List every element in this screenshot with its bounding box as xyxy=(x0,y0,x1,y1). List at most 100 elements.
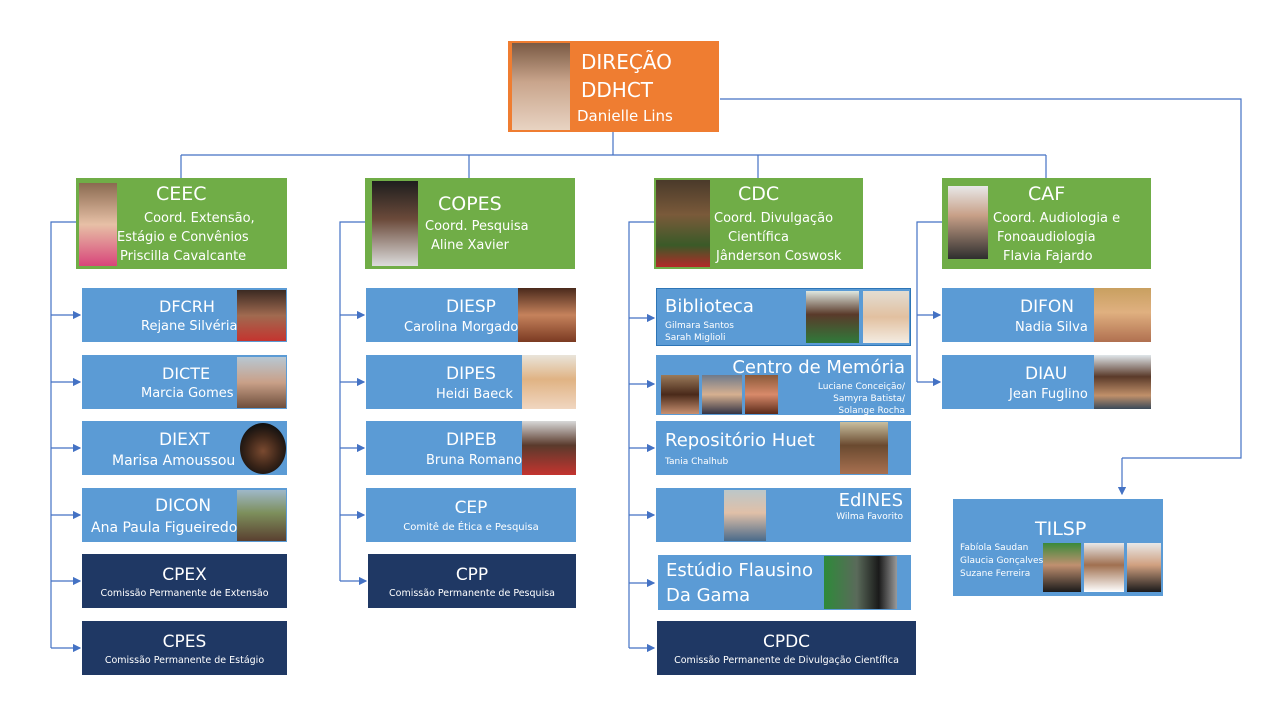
difon-person: Nadia Silva xyxy=(1015,320,1088,335)
studio-photo xyxy=(824,556,897,609)
repositorio-huet-box: Repositório Huet Tania Chalhub xyxy=(656,421,911,475)
tilsp-person-2: Glaucia Gonçalves xyxy=(960,556,1044,566)
tilsp-person-1: Fabíola Saudan xyxy=(960,543,1029,553)
person-photo xyxy=(863,291,909,343)
cpex-sub: Comissão Permanente de Extensão xyxy=(100,588,269,599)
tilsp-person-3: Suzane Ferreira xyxy=(960,569,1031,579)
person-photo xyxy=(512,43,570,130)
centro-memoria-person-1: Luciane Conceição/ xyxy=(817,382,905,392)
person-photo xyxy=(840,422,888,474)
edines-name: EdINES xyxy=(838,490,903,511)
estudio-flausino-box: Estúdio Flausino Da Gama xyxy=(658,555,911,610)
cpes-name: CPES xyxy=(162,632,207,652)
estudio-flausino-name-2: Da Gama xyxy=(666,585,751,606)
biblioteca-box: Biblioteca Gilmara Santos Sarah Miglioli xyxy=(656,288,911,346)
dipes-name: DIPES xyxy=(446,364,496,384)
dipeb-name: DIPEB xyxy=(446,430,497,450)
cpdc-sub: Comissão Permanente de Divulgação Cientí… xyxy=(674,655,899,666)
person-photo xyxy=(372,181,418,266)
cpp-name: CPP xyxy=(455,565,489,585)
copes-line1: Coord. Pesquisa xyxy=(425,219,529,234)
diext-name: DIEXT xyxy=(159,430,210,450)
biblioteca-name: Biblioteca xyxy=(665,296,754,317)
caf-box: CAF Coord. Audiologia e Fonoaudiologia F… xyxy=(942,178,1151,269)
person-photo xyxy=(237,490,286,541)
person-photo xyxy=(1127,543,1161,592)
cpp-sub: Comissão Permanente de Pesquisa xyxy=(389,588,555,599)
edines-person: Wilma Favorito xyxy=(836,512,903,522)
dicte-box: DICTE Marcia Gomes xyxy=(82,355,287,409)
centro-memoria-person-3: Solange Rocha xyxy=(838,406,905,415)
ceec-box: CEEC Coord. Extensão, Estágio e Convênio… xyxy=(76,178,287,269)
person-photo xyxy=(806,291,859,343)
cdc-line2: Científica xyxy=(728,230,789,245)
diau-person: Jean Fuglino xyxy=(1009,387,1088,402)
cep-name: CEP xyxy=(454,498,488,518)
person-photo xyxy=(1094,288,1151,342)
repositorio-huet-name: Repositório Huet xyxy=(665,430,815,451)
diau-name: DIAU xyxy=(1025,364,1068,384)
centro-memoria-name: Centro de Memória xyxy=(732,357,905,378)
dicon-box: DICON Ana Paula Figueiredo xyxy=(82,488,287,542)
cdc-box: CDC Coord. Divulgação Científica Jânders… xyxy=(654,178,863,269)
copes-person: Aline Xavier xyxy=(431,238,510,253)
estudio-flausino-name-1: Estúdio Flausino xyxy=(666,560,813,581)
direcao-person: Danielle Lins xyxy=(577,107,673,125)
dicte-person: Marcia Gomes xyxy=(141,386,234,401)
dipeb-person: Bruna Romano xyxy=(426,453,523,468)
person-photo xyxy=(745,375,778,414)
dipeb-box: DIPEB Bruna Romano xyxy=(366,421,576,475)
diext-box: DIEXT Marisa Amoussou xyxy=(82,421,287,475)
cpex-box: CPEX Comissão Permanente de Extensão xyxy=(82,554,287,608)
dipes-box: DIPES Heidi Baeck xyxy=(366,355,576,409)
centro-memoria-person-2: Samyra Batista/ xyxy=(833,394,905,404)
person-photo xyxy=(522,355,576,409)
biblioteca-person-1: Gilmara Santos xyxy=(665,321,734,331)
diesp-person: Carolina Morgado xyxy=(404,320,519,335)
person-photo xyxy=(518,288,576,342)
diau-box: DIAU Jean Fuglino xyxy=(942,355,1151,409)
tilsp-title: TILSP xyxy=(1035,518,1087,540)
cpdc-name: CPDC xyxy=(762,632,811,652)
ceec-person: Priscilla Cavalcante xyxy=(120,249,247,264)
diext-person: Marisa Amoussou xyxy=(112,453,236,469)
direcao-title-line2: DDHCT xyxy=(581,78,654,102)
diesp-name: DIESP xyxy=(446,297,496,317)
caf-line1: Coord. Audiologia e xyxy=(993,211,1121,226)
person-photo xyxy=(237,290,286,341)
person-photo xyxy=(656,180,710,267)
cep-box: CEP Comitê de Ética e Pesquisa xyxy=(366,488,576,542)
dfcrh-box: DFCRH Rejane Silvéria xyxy=(82,288,287,342)
difon-box: DIFON Nadia Silva xyxy=(942,288,1151,342)
cep-sub: Comitê de Ética e Pesquisa xyxy=(403,522,539,533)
cdc-title: CDC xyxy=(738,183,780,205)
cpes-sub: Comissão Permanente de Estágio xyxy=(104,655,265,666)
person-photo xyxy=(522,421,576,475)
direcao-title-line1: DIREÇÃO xyxy=(581,50,672,74)
person-photo xyxy=(240,423,286,474)
direcao-box: DIREÇÃO DDHCT Danielle Lins xyxy=(508,41,719,132)
difon-name: DIFON xyxy=(1020,297,1074,317)
caf-line2: Fonoaudiologia xyxy=(997,230,1096,245)
copes-title: COPES xyxy=(438,193,502,215)
dfcrh-person: Rejane Silvéria xyxy=(141,319,238,334)
cpex-name: CPEX xyxy=(162,565,207,585)
person-photo xyxy=(1094,355,1151,409)
diesp-box: DIESP Carolina Morgado xyxy=(366,288,576,342)
repositorio-huet-person: Tania Chalhub xyxy=(665,457,729,467)
copes-box: COPES Coord. Pesquisa Aline Xavier xyxy=(365,178,575,269)
person-photo xyxy=(702,375,742,414)
centro-memoria-box: Centro de Memória Luciane Conceição/ Sam… xyxy=(656,355,911,415)
dipes-person: Heidi Baeck xyxy=(436,387,513,402)
person-photo xyxy=(948,186,988,259)
cpes-box: CPES Comissão Permanente de Estágio xyxy=(82,621,287,675)
ceec-title: CEEC xyxy=(156,183,207,205)
person-photo xyxy=(661,375,699,414)
person-photo xyxy=(724,490,766,541)
caf-title: CAF xyxy=(1028,183,1066,205)
person-photo xyxy=(1084,543,1124,592)
biblioteca-person-2: Sarah Miglioli xyxy=(665,333,726,343)
person-photo xyxy=(237,357,286,408)
ceec-line2: Estágio e Convênios xyxy=(117,230,249,245)
edines-box: EdINES Wilma Favorito xyxy=(656,488,911,542)
